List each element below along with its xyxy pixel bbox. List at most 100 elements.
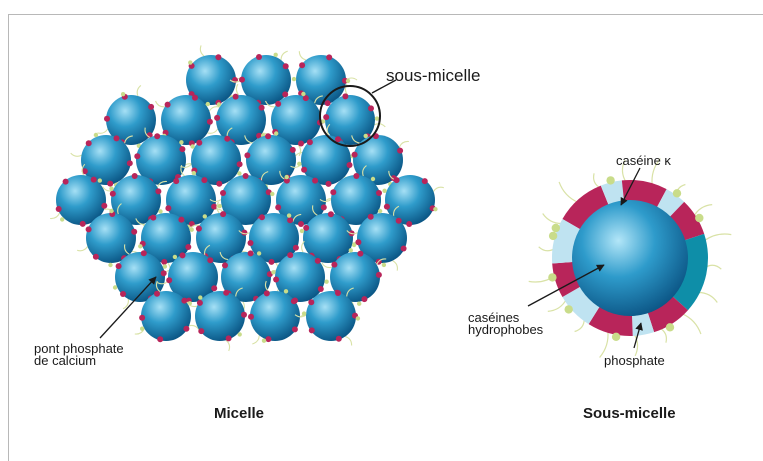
kappa-casein-dot [207,257,213,263]
phosphate-bead [375,116,379,120]
kappa-casein-dot [223,290,229,296]
kappa-casein-dot [269,259,275,265]
phosphate-bead [257,251,261,255]
kappa-casein-dot [165,205,171,211]
phosphate-bead [371,177,375,181]
phosphate-bead [270,192,274,196]
phosphate-bead [109,186,113,190]
kappa-casein-dot [80,221,86,227]
kappa-casein-dot [241,312,247,318]
phosphate-bead [108,263,112,267]
phosphate-bead [109,209,113,213]
kappa-casein-dot [384,204,390,210]
kappa-casein-dot [326,181,332,187]
kappa-casein-dot [323,114,329,120]
kappa-casein-dot [273,277,279,283]
kappa-casein-dot [107,181,113,187]
kappa-casein-dot [197,300,203,306]
casein-hair [399,141,409,147]
phosphate-bead [217,102,221,106]
kappa-casein-dot [321,204,327,210]
kappa-casein-dot [222,262,228,268]
kappa-casein-dot [298,141,304,147]
kappa-casein-dot [265,133,271,139]
kappa-casein-dot [157,336,163,342]
kappa-casein-dot [248,314,254,320]
casein-hair [543,214,563,224]
casein-hair [434,187,444,191]
kappa-casein-dot [154,291,160,297]
kappa-casein-dot [244,152,250,158]
hydrophobic-core [572,200,688,316]
kappa-casein-dot [56,206,62,212]
kappa-casein-dot [183,326,189,332]
phosphate-bead [140,327,144,331]
kappa-casein-dot [290,147,296,153]
kappa-casein-dot [127,160,133,166]
kappa-casein-dot [301,167,307,173]
kappa-casein-dot [161,270,167,276]
kappa-casein-dot [233,94,239,100]
casein-hair [226,340,230,351]
phosphate-bead [285,175,289,179]
kappa-casein-dot [291,298,297,304]
phosphate-bead [300,229,304,233]
kappa-casein-dot [396,218,402,224]
kappa-casein-dot [394,177,400,183]
kappa-casein-dot [110,191,116,197]
kappa-casein-dot [181,298,187,304]
phosphate-bead [138,244,142,248]
phosphate-bead [203,214,207,218]
kappa-casein-dot [307,139,313,145]
kappa-casein-dot [331,262,337,268]
casein-hair [236,84,238,95]
kappa-casein-dot [361,296,367,302]
kappa-casein-dot [335,136,341,142]
casein-hair [156,101,165,107]
phosphate-bead [324,280,328,284]
casein-hair [322,263,332,268]
kappa-casein-dot [139,315,145,321]
phosphate-bead [158,209,162,213]
kappa-casein-dot [120,291,126,297]
casein-hair [50,213,60,219]
casein-hair [77,247,87,251]
casein-hair [682,314,701,335]
phosphate-bead [237,171,241,175]
phosphate-bead [552,224,560,232]
kappa-casein-dot [275,101,281,107]
kappa-casein-dot [86,226,92,232]
kappa-casein-dot [150,215,156,221]
kappa-casein-dot [335,290,341,296]
phosphate-bead [163,264,167,268]
kappa-casein-dot [368,105,374,111]
kappa-casein-dot [104,116,110,122]
phosphate-bead [271,270,275,274]
casein-hair [704,234,731,241]
kappa-casein-dot [196,140,202,146]
kappa-casein-dot [155,188,161,194]
phosphate-bead [274,53,278,57]
casein-hair [345,337,351,346]
kappa-casein-dot [282,91,288,97]
phosphate-bead [94,133,98,137]
casein-hair [299,51,306,60]
phosphate-bead [98,178,102,182]
kappa-casein-dot [214,115,220,121]
phosphate-bead [284,289,288,293]
phosphate-bead [218,204,222,208]
kappa-casein-dot [226,335,232,341]
kappa-casein-dot [397,148,403,154]
kappa-casein-dot [292,326,298,332]
sphere-body [306,291,356,341]
casein-hair [698,292,718,302]
kappa-casein-dot [353,173,359,179]
casein-hair [548,299,567,311]
phosphate-bead [357,302,361,306]
kappa-casein-dot [406,221,412,227]
phosphate-bead [349,248,353,252]
kappa-casein-dot [93,254,99,260]
phosphate-bead [287,213,291,217]
kappa-casein-dot [248,240,254,246]
